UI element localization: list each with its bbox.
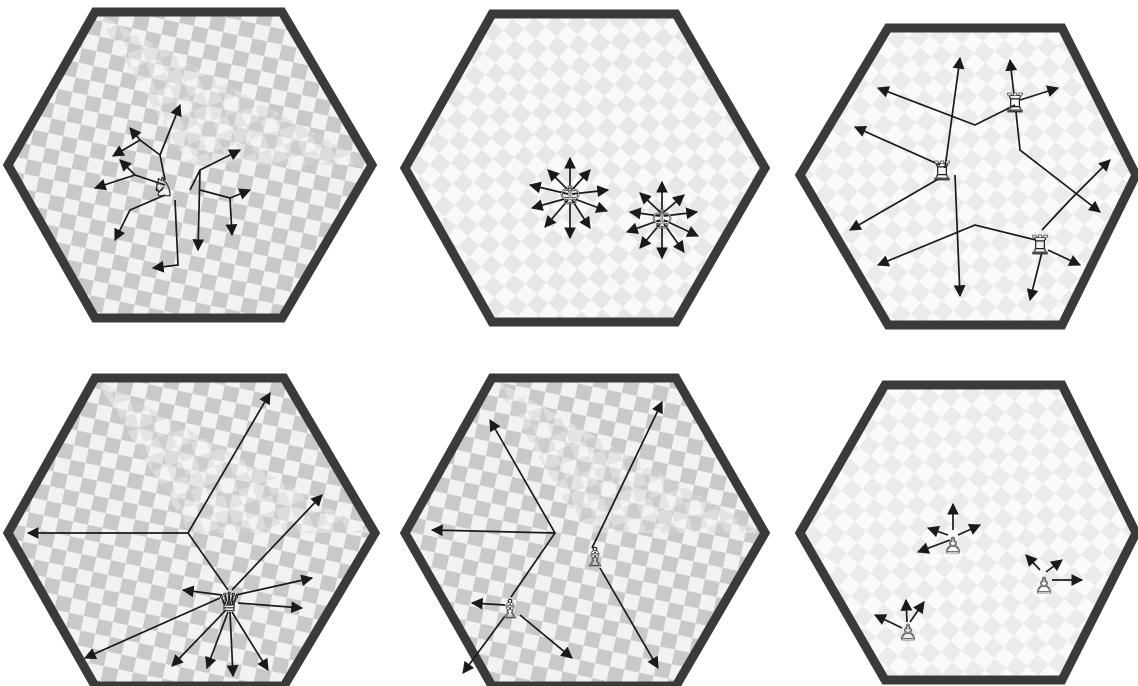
board-knight-moves: ♘ — [8, 12, 372, 318]
pawn-icon: ♙ — [1034, 574, 1054, 599]
board-bishop-moves: ♗ ♗ — [405, 378, 765, 686]
board-queen-moves: ♕ — [8, 378, 375, 686]
pawn-icon: ♙ — [943, 534, 963, 559]
rook-icon: ♖ — [1003, 89, 1026, 119]
king-icon: ♔ — [650, 205, 673, 235]
rook-icon: ♖ — [1028, 231, 1051, 261]
king-icon: ♔ — [558, 181, 581, 211]
board-king-fill — [405, 14, 765, 322]
board-king-moves: ♔ ♔ — [405, 14, 765, 322]
board-rook-moves: ♖ ♖ ♖ — [800, 28, 1136, 325]
bishop-icon: ♗ — [583, 543, 606, 573]
bishop-icon: ♗ — [498, 595, 521, 625]
board-pawn-moves: ♙ ♙ ♙ — [800, 385, 1136, 680]
pawn-icon: ♙ — [898, 621, 918, 646]
queen-icon: ♕ — [217, 588, 240, 618]
knight-icon: ♘ — [151, 173, 174, 203]
rook-icon: ♖ — [930, 157, 953, 187]
